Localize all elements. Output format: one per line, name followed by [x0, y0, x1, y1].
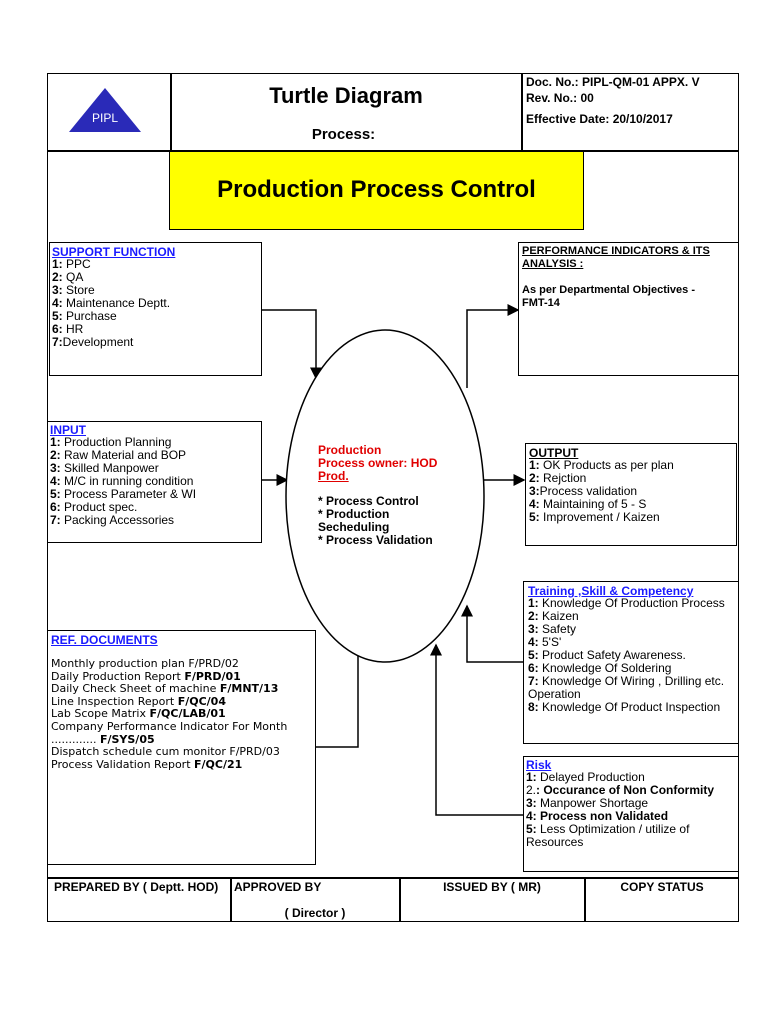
footer-divider-1	[230, 877, 232, 922]
director-label: ( Director )	[284, 906, 346, 920]
list-item: Daily Production Report F/PRD/01	[51, 669, 241, 683]
output-box: OUTPUT 1: OK Products as per plan 2: Rej…	[525, 443, 737, 546]
list-item: 6: HR	[52, 322, 84, 336]
page-title: Turtle Diagram	[269, 83, 423, 108]
ref-documents-list: Monthly production plan F/PRD/02 Daily P…	[51, 657, 288, 771]
training-heading: Training ,Skill & Competency	[528, 584, 694, 598]
approved-by-label: APPROVED BY	[234, 880, 322, 894]
triangle-logo-icon	[69, 88, 141, 132]
list-item: 1: Production Planning	[50, 435, 172, 449]
doc-number: Doc. No.: PIPL-QM-01 APPX. V	[526, 75, 700, 89]
list-item: 5: Process Parameter & WI	[50, 487, 197, 501]
training-list: 1: Knowledge Of Production Process 2: Ka…	[528, 597, 725, 714]
footer-top-rule	[47, 877, 739, 879]
list-item: 2: Raw Material and BOP	[50, 448, 187, 462]
risk-box: Risk 1: Delayed Production 2.: Occurance…	[523, 756, 739, 872]
list-item: 4: Maintaining of 5 - S	[529, 497, 647, 511]
list-item: 3: Skilled Manpower	[50, 461, 159, 475]
list-item: Lab Scope Matrix F/QC/LAB/01	[51, 707, 226, 721]
effective-date: Effective Date: 20/10/2017	[526, 112, 673, 126]
list-item: 4: Maintenance Deptt.	[52, 296, 171, 310]
output-list: 1: OK Products as per plan 2: Rejction 3…	[529, 459, 674, 524]
list-item: 7: Knowledge Of Wiring , Drilling etc.	[528, 674, 725, 688]
list-item: 1: OK Products as per plan	[529, 458, 674, 472]
support-list: 1: PPC 2: QA 3: Store 4: Maintenance Dep…	[52, 258, 170, 349]
activity-production: * Production	[318, 507, 390, 521]
list-item: 6: Knowledge Of Soldering	[528, 661, 672, 675]
list-item: Monthly production plan F/PRD/02	[51, 657, 239, 670]
process-banner: Production Process Control	[169, 151, 584, 230]
performance-line-1: As per Departmental Objectives -	[522, 284, 696, 296]
pipl-logo: PIPL	[68, 87, 142, 133]
list-item: 4: Process non Validated	[526, 809, 669, 823]
training-box: Training ,Skill & Competency 1: Knowledg…	[523, 581, 739, 744]
performance-heading: PERFORMANCE INDICATORS & ITS ANALYSIS :	[522, 245, 710, 270]
ref-documents-heading: REF. DOCUMENTS	[51, 633, 158, 647]
list-item: 5: Less Optimization / utilize of	[526, 822, 690, 836]
performance-line-2: FMT-14	[522, 297, 560, 309]
list-item: ............. F/SYS/05	[51, 732, 155, 746]
list-item: 1: Delayed Production	[526, 770, 645, 784]
support-function-heading: SUPPORT FUNCTION	[52, 245, 176, 259]
input-box: INPUT 1: Production Planning 2: Raw Mate…	[47, 421, 262, 543]
list-item: Daily Check Sheet of machine F/MNT/13	[51, 682, 279, 696]
activity-process-control: * Process Control	[318, 494, 419, 508]
issued-by-label: ISSUED BY ( MR)	[443, 880, 541, 894]
list-item: Operation	[528, 687, 581, 701]
copy-status-label: COPY STATUS	[620, 880, 704, 894]
activity-process-validation: * Process Validation	[318, 533, 433, 547]
list-item: 1: PPC	[52, 257, 91, 271]
list-item: 5: Improvement / Kaizen	[529, 510, 660, 524]
list-item: 3: Safety	[528, 622, 577, 636]
header-divider-right	[521, 73, 523, 151]
list-item: 7:Development	[52, 335, 134, 349]
list-item: 4: 5'S'	[528, 635, 562, 649]
list-item: 3: Store	[52, 283, 95, 297]
header-divider-left	[170, 73, 172, 151]
list-item: 2: Kaizen	[528, 609, 579, 623]
activity-scheduling: Secheduling	[318, 520, 390, 534]
input-heading: INPUT	[50, 423, 86, 437]
input-list: 1: Production Planning 2: Raw Material a…	[50, 436, 196, 527]
process-banner-title: Production Process Control	[217, 176, 536, 203]
list-item: 2: Rejction	[529, 471, 587, 485]
output-heading: OUTPUT	[529, 446, 579, 460]
list-item: Line Inspection Report F/QC/04	[51, 694, 226, 708]
list-item: 8: Knowledge Of Product Inspection	[528, 700, 721, 714]
prepared-by-label: PREPARED BY ( Deptt. HOD)	[54, 880, 219, 894]
list-item: 3: Manpower Shortage	[526, 796, 649, 810]
list-item: 3:Process validation	[529, 484, 638, 498]
list-item: 2: QA	[52, 270, 84, 284]
list-item: Process Validation Report F/QC/21	[51, 757, 243, 771]
footer-divider-3	[584, 877, 586, 922]
risk-list: 1: Delayed Production 2.: Occurance of N…	[526, 771, 714, 849]
list-item: 6: Product spec.	[50, 500, 138, 514]
risk-heading: Risk	[526, 758, 552, 772]
logo-text: PIPL	[91, 111, 118, 125]
owner-line-2: Process owner: HOD	[318, 456, 438, 470]
performance-indicators-box: PERFORMANCE INDICATORS & ITS ANALYSIS : …	[518, 242, 739, 376]
owner-line-1: Production	[318, 443, 382, 457]
process-center-text: Production Process owner: HOD Prod. * Pr…	[318, 444, 437, 547]
list-item: Dispatch schedule cum monitor F/PRD/03	[51, 745, 280, 759]
list-item: Company Performance Indicator For Month	[51, 719, 288, 733]
header-bottom-rule	[47, 150, 739, 152]
process-label: Process:	[311, 126, 376, 143]
list-item: 4: M/C in running condition	[50, 474, 194, 488]
list-item: Resources	[526, 835, 584, 849]
support-function-box: SUPPORT FUNCTION 1: PPC 2: QA 3: Store 4…	[49, 242, 262, 376]
list-item: 5: Purchase	[52, 309, 117, 323]
revision-number: Rev. No.: 00	[526, 91, 594, 105]
ref-documents-box: REF. DOCUMENTS Monthly production plan F…	[47, 630, 316, 865]
list-item: 5: Product Safety Awareness.	[528, 648, 686, 662]
list-item: 7: Packing Accessories	[50, 513, 175, 527]
footer-divider-2	[399, 877, 401, 922]
list-item: 2.: Occurance of Non Conformity	[526, 783, 715, 797]
list-item: 1: Knowledge Of Production Process	[528, 596, 725, 610]
owner-line-3: Prod.	[318, 469, 349, 483]
